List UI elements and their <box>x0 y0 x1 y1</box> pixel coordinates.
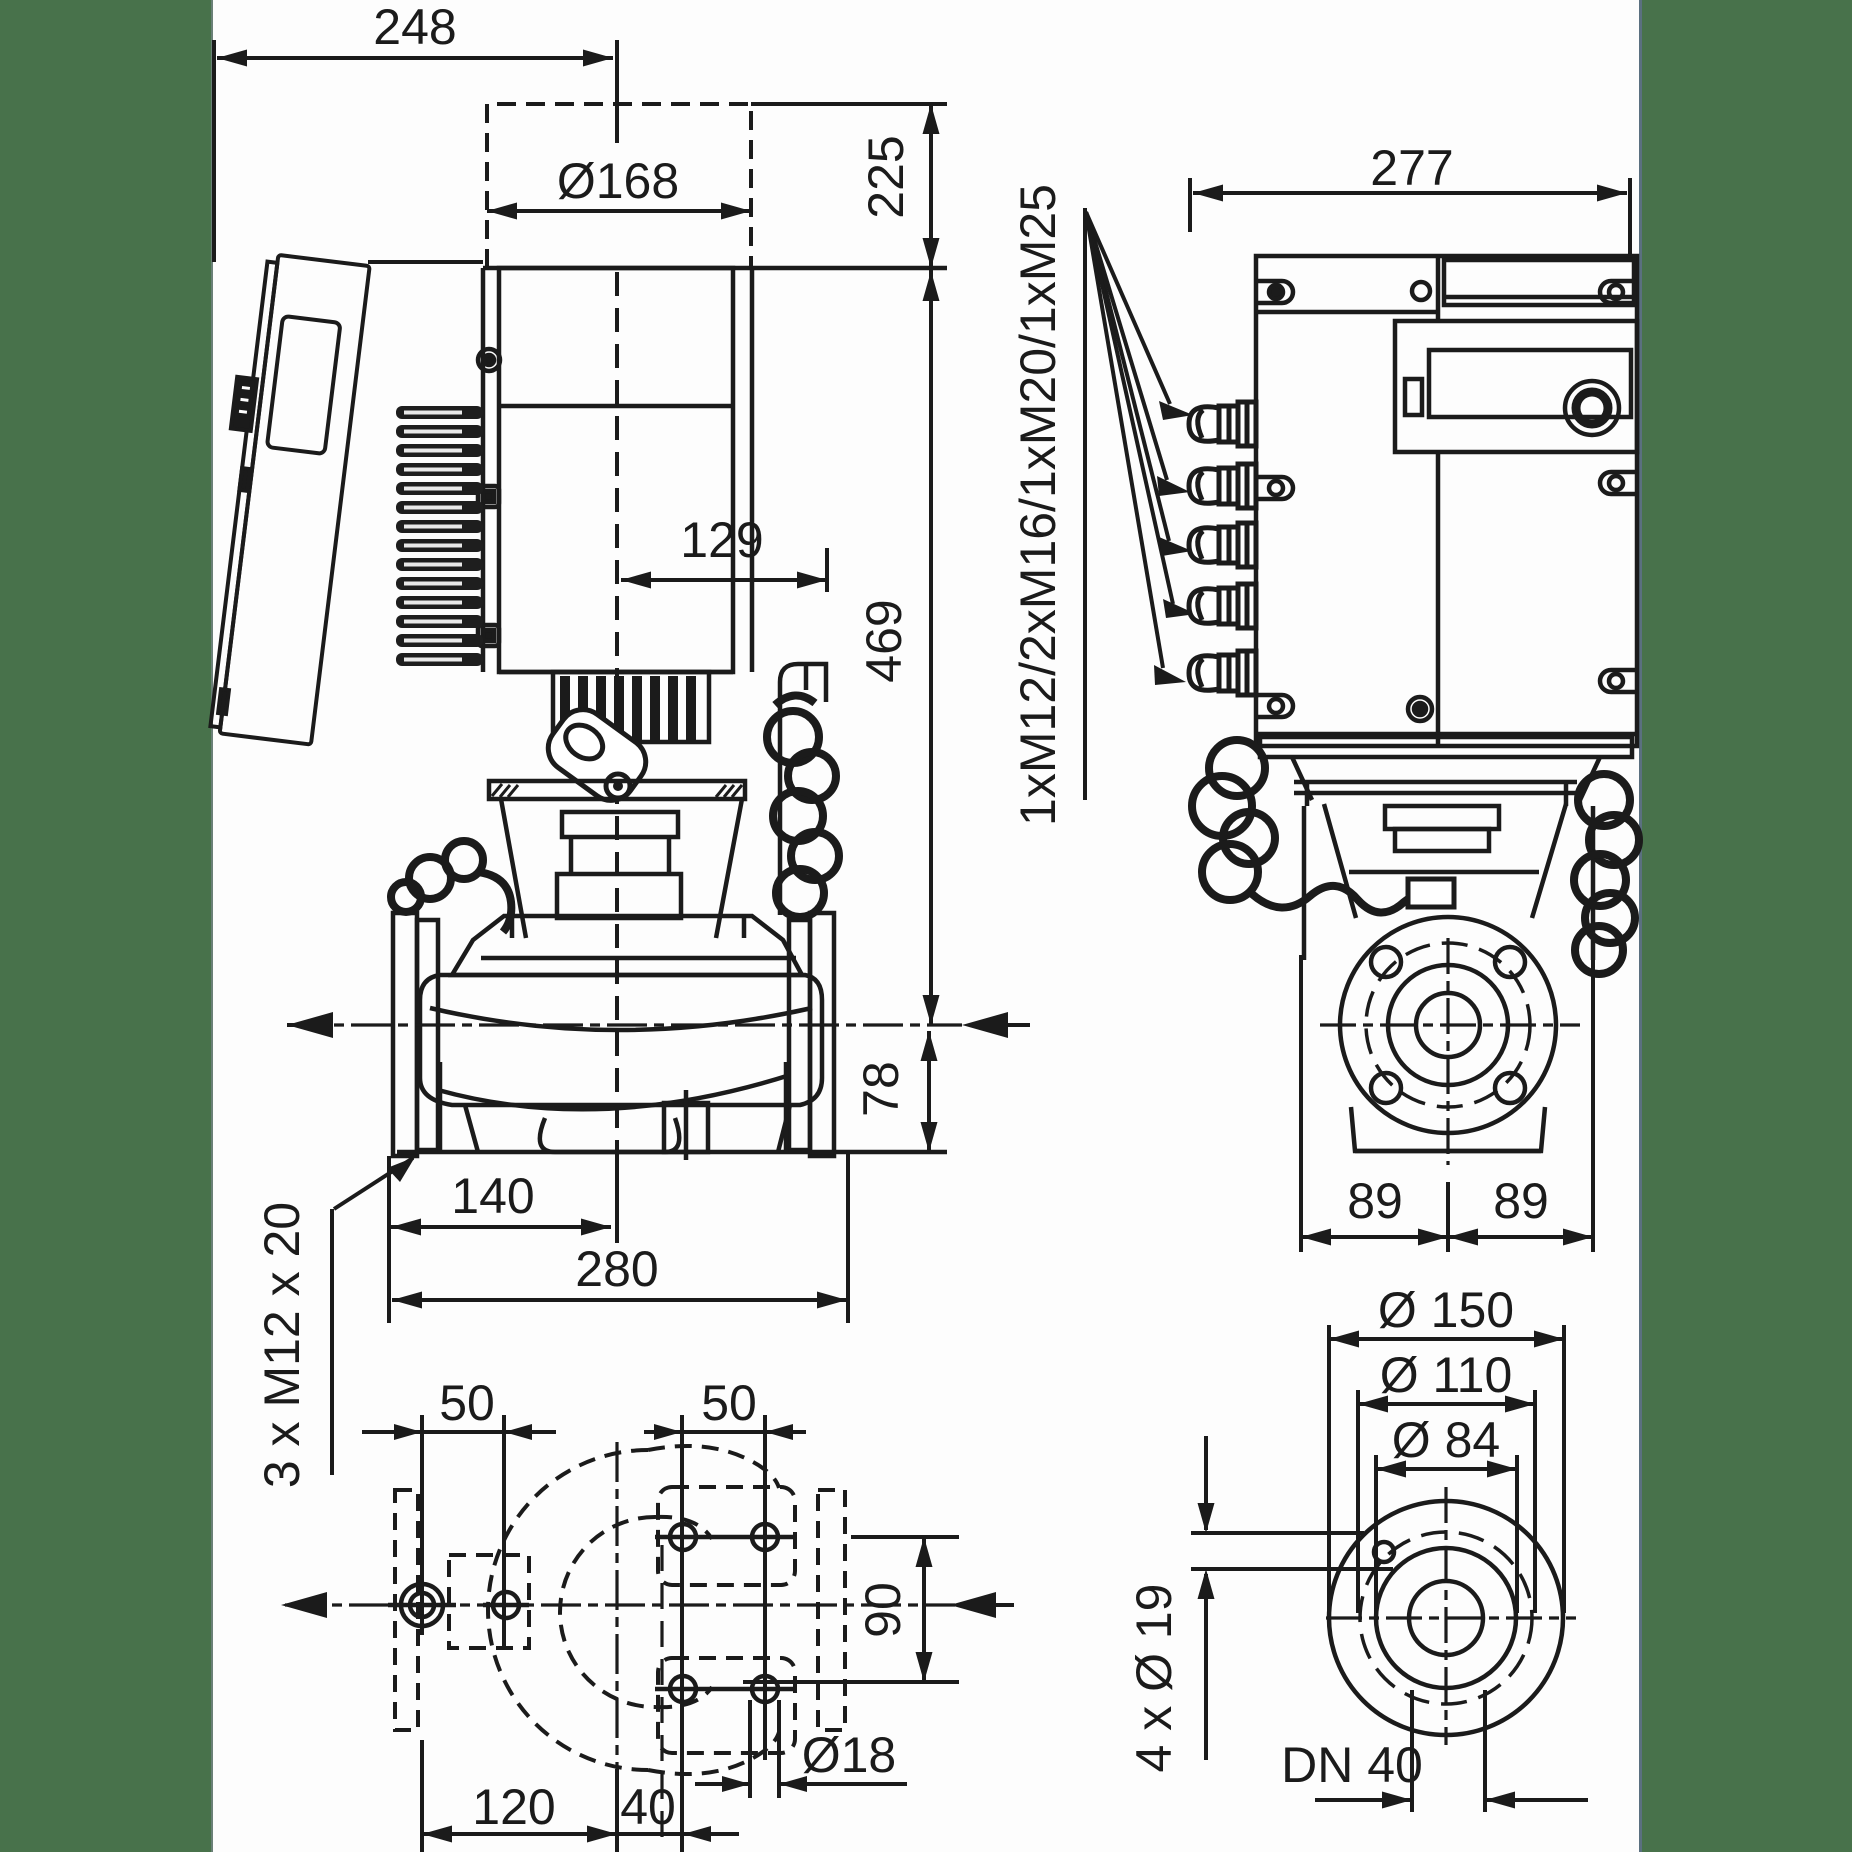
svg-text:Ø 110: Ø 110 <box>1380 1347 1513 1403</box>
svg-text:225: 225 <box>858 135 914 218</box>
svg-text:469: 469 <box>856 599 912 682</box>
svg-text:248: 248 <box>373 0 456 55</box>
svg-text:120: 120 <box>472 1779 555 1835</box>
svg-text:Ø18: Ø18 <box>802 1727 897 1783</box>
svg-text:50: 50 <box>701 1375 757 1431</box>
svg-text:40: 40 <box>620 1779 676 1835</box>
svg-text:89: 89 <box>1493 1173 1549 1229</box>
svg-text:277: 277 <box>1370 140 1453 196</box>
svg-text:Ø 84: Ø 84 <box>1392 1412 1500 1468</box>
svg-text:50: 50 <box>439 1375 495 1431</box>
svg-text:Ø168: Ø168 <box>557 153 679 209</box>
svg-text:Ø 150: Ø 150 <box>1378 1282 1514 1338</box>
svg-text:90: 90 <box>855 1582 911 1638</box>
svg-text:89: 89 <box>1347 1173 1403 1229</box>
svg-text:4 x Ø 19: 4 x Ø 19 <box>1126 1584 1182 1773</box>
svg-text:DN 40: DN 40 <box>1281 1737 1423 1793</box>
svg-text:280: 280 <box>575 1241 658 1297</box>
svg-text:1xM12/2xM16/1xM20/1xM25: 1xM12/2xM16/1xM20/1xM25 <box>1010 184 1066 826</box>
svg-text:3 x M12 x 20: 3 x M12 x 20 <box>254 1202 310 1488</box>
svg-text:140: 140 <box>451 1168 534 1224</box>
svg-text:78: 78 <box>853 1061 909 1117</box>
